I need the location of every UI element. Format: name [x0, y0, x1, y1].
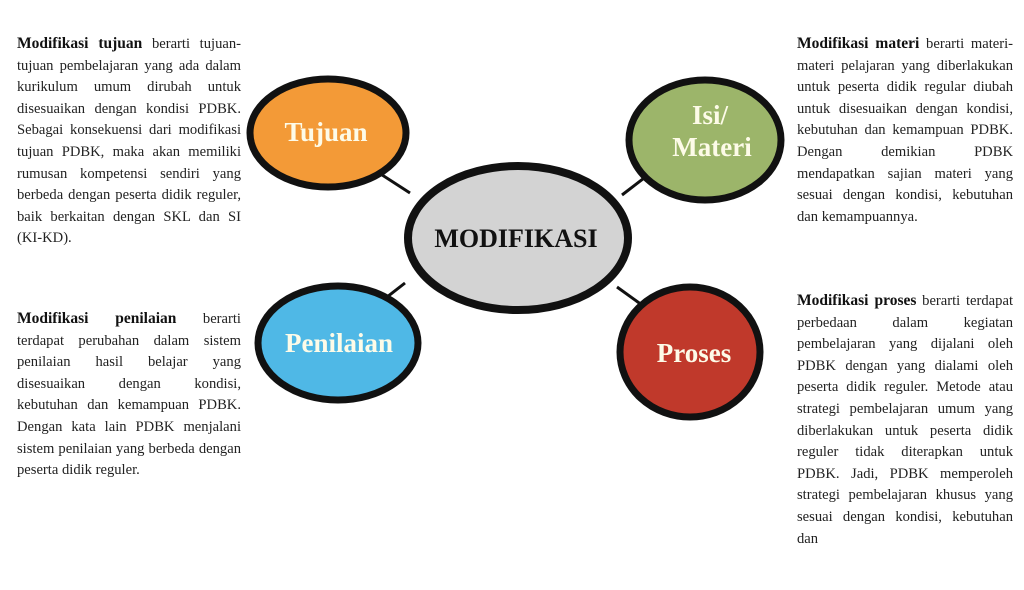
- proses-node: [616, 283, 764, 421]
- proses-description: Modifikasi proses berarti terdapat perbe…: [797, 290, 1013, 550]
- penilaian-text: berarti terdapat perubahan dalam sistem …: [17, 311, 241, 479]
- proses-heading: Modifikasi proses: [797, 292, 917, 309]
- tujuan-heading: Modifikasi tujuan: [17, 35, 143, 52]
- proses-label: Proses: [657, 338, 732, 368]
- materi-label-line2: Materi: [672, 132, 752, 162]
- tujuan-node: [246, 75, 410, 191]
- materi-heading: Modifikasi materi: [797, 35, 920, 52]
- penilaian-heading: Modifikasi penilaian: [17, 310, 177, 327]
- tujuan-description: Modifikasi tujuan berarti tujuan-tujuan …: [17, 33, 241, 250]
- materi-description: Modifikasi materi berarti materi-materi …: [797, 33, 1013, 228]
- tujuan-text: berarti tujuan-tujuan pembelajaran yang …: [17, 36, 242, 247]
- materi-node: [625, 76, 785, 204]
- proses-text: berarti terdapat perbedaan dalam kegiata…: [797, 293, 1013, 547]
- penilaian-node: [254, 282, 422, 404]
- materi-text: berarti materi-materi pelajaran yang dib…: [797, 36, 1013, 225]
- penilaian-description: Modifikasi penilaian berarti terdapat pe…: [17, 308, 241, 482]
- materi-label-line1: Isi/: [692, 100, 729, 130]
- center-label: MODIFIKASI: [434, 224, 597, 253]
- penilaian-label: Penilaian: [285, 328, 393, 358]
- tujuan-label: Tujuan: [284, 117, 367, 147]
- center-node: [404, 162, 632, 314]
